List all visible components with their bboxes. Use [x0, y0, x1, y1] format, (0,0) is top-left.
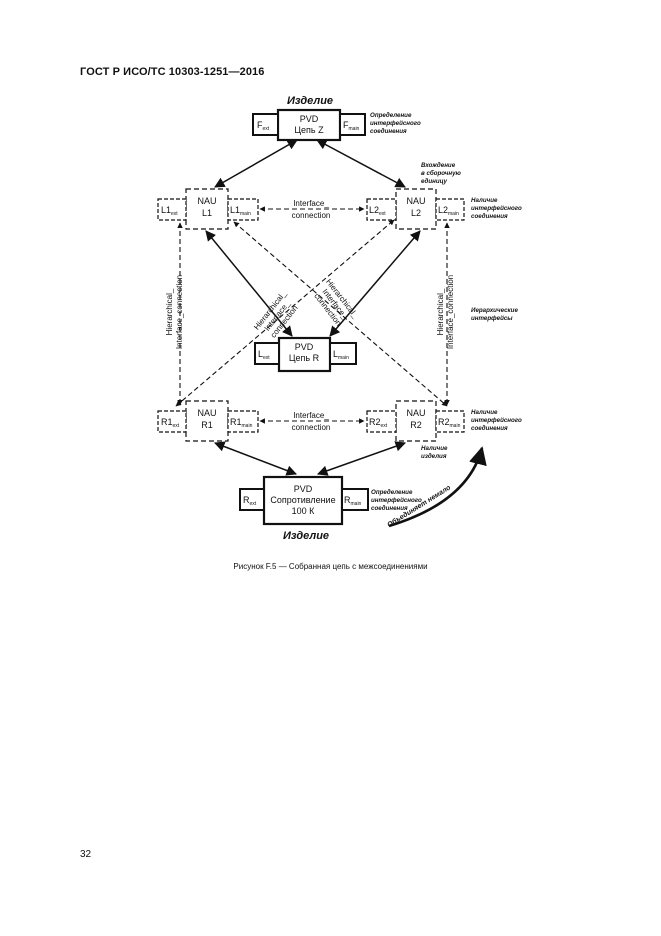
- note-def-bot-2: интерфейсного: [371, 497, 422, 504]
- note-pres-low-2: интерфейсного: [471, 417, 522, 424]
- note-insert-3: единицу: [421, 178, 448, 185]
- common-curved-arrow: [388, 446, 487, 528]
- note-prod-1: Наличие: [421, 445, 448, 452]
- note-pres-top-3: соединения: [471, 213, 508, 220]
- pvd-z-port-left: Fext: [257, 120, 270, 132]
- nau-l2-line1: NAU: [406, 196, 425, 206]
- nau-r2-port-left: R2ext: [369, 417, 388, 429]
- nau-r2-line1: NAU: [406, 408, 425, 418]
- nau-l2-port-right: L2main: [438, 205, 459, 217]
- svg-text:Hierarchical_: Hierarchical_: [165, 288, 174, 335]
- nau-r2-port-right: R2main: [438, 417, 461, 429]
- nau-r1-line2: R1: [201, 420, 213, 430]
- nau-l2-block: NAU L2 L2ext L2main: [366, 188, 465, 230]
- note-def-top-3: соединения: [370, 128, 407, 135]
- pvd-r-line2: Цепь R: [289, 353, 320, 363]
- nau-r2-line2: R2: [410, 420, 422, 430]
- note-def-top-1: Определение: [370, 112, 412, 119]
- interface-lower-line2: connection: [292, 423, 331, 432]
- document-header: ГОСТ Р ИСО/ТС 10303-1251—2016: [80, 66, 265, 78]
- note-insert-1: Вхождение: [421, 162, 456, 169]
- pvd-r-port-left: Lext: [258, 349, 270, 361]
- note-def-bot-3: соединения: [371, 505, 408, 512]
- nau-l1-port-left: L1ext: [161, 205, 178, 217]
- pvd-r-port-right: Lmain: [333, 349, 349, 361]
- nau-r1-line1: NAU: [197, 408, 216, 418]
- bottom-product-label: Изделие: [283, 530, 329, 542]
- pvd-z-block: PVD Цепь Z Fext Fmain: [252, 108, 366, 142]
- note-pres-low-3: соединения: [471, 425, 508, 432]
- nau-r2-block: NAU R2 R2ext R2main: [366, 400, 465, 442]
- svg-text:Interface_connection: Interface_connection: [446, 275, 455, 349]
- note-def-bot-1: Определение: [371, 489, 413, 496]
- pvd-resistor-block: PVD Сопротивление 100 К Rext Rmain: [239, 475, 369, 526]
- pvd-r-line1: PVD: [295, 342, 314, 352]
- note-hier-1: Иерархические: [471, 307, 518, 314]
- svg-text:Interface_connection: Interface_connection: [175, 275, 184, 349]
- nau-l1-line1: NAU: [197, 196, 216, 206]
- nau-l2-line2: L2: [411, 208, 421, 218]
- figure-caption: Рисунок F.5 — Собранная цепь с межсоедин…: [233, 562, 428, 571]
- pvd-res-port-left: Rext: [243, 495, 257, 507]
- hier-left-label: Hierarchical_ Interface_connection: [165, 275, 184, 349]
- interface-upper-line2: connection: [292, 211, 331, 220]
- pvd-z-line1: PVD: [300, 114, 319, 124]
- nau-l1-line2: L1: [202, 208, 212, 218]
- note-pres-top-1: Наличие: [471, 197, 498, 204]
- top-product-label: Изделие: [287, 95, 333, 107]
- note-hier-2: интерфейсы: [471, 315, 513, 322]
- pvd-z-port-right: Fmain: [343, 120, 360, 132]
- note-insert-2: в сборочную: [421, 170, 462, 177]
- nau-r1-port-right: R1main: [230, 417, 253, 429]
- pvd-r-block: PVD Цепь R Lext Lmain: [254, 336, 357, 373]
- page-number: 32: [80, 849, 92, 860]
- interface-lower-line1: Interface_: [293, 411, 329, 420]
- pvd-res-line2: Сопротивление: [270, 495, 335, 505]
- note-def-top-2: интерфейсного: [370, 120, 421, 127]
- note-prod-2: изделия: [421, 453, 447, 460]
- interface-upper-line1: Interface_: [293, 199, 329, 208]
- nau-l1-block: NAU L1 L1ext L1main: [157, 188, 259, 230]
- note-pres-top-2: интерфейсного: [471, 205, 522, 212]
- pvd-z-line2: Цепь Z: [294, 125, 324, 135]
- pvd-res-line3: 100 К: [292, 506, 316, 516]
- pvd-res-port-right: Rmain: [344, 495, 362, 507]
- note-pres-low-1: Наличие: [471, 409, 498, 416]
- nau-r1-block: NAU R1 R1ext R1main: [157, 400, 259, 442]
- svg-text:Hierarchical_: Hierarchical_: [436, 288, 445, 335]
- nau-l2-port-left: L2ext: [369, 205, 386, 217]
- nau-r1-port-left: R1ext: [161, 417, 180, 429]
- nau-l1-port-right: L1main: [230, 205, 251, 217]
- hier-right-label: Hierarchical_ Interface_connection: [436, 275, 455, 349]
- pvd-res-line1: PVD: [294, 484, 313, 494]
